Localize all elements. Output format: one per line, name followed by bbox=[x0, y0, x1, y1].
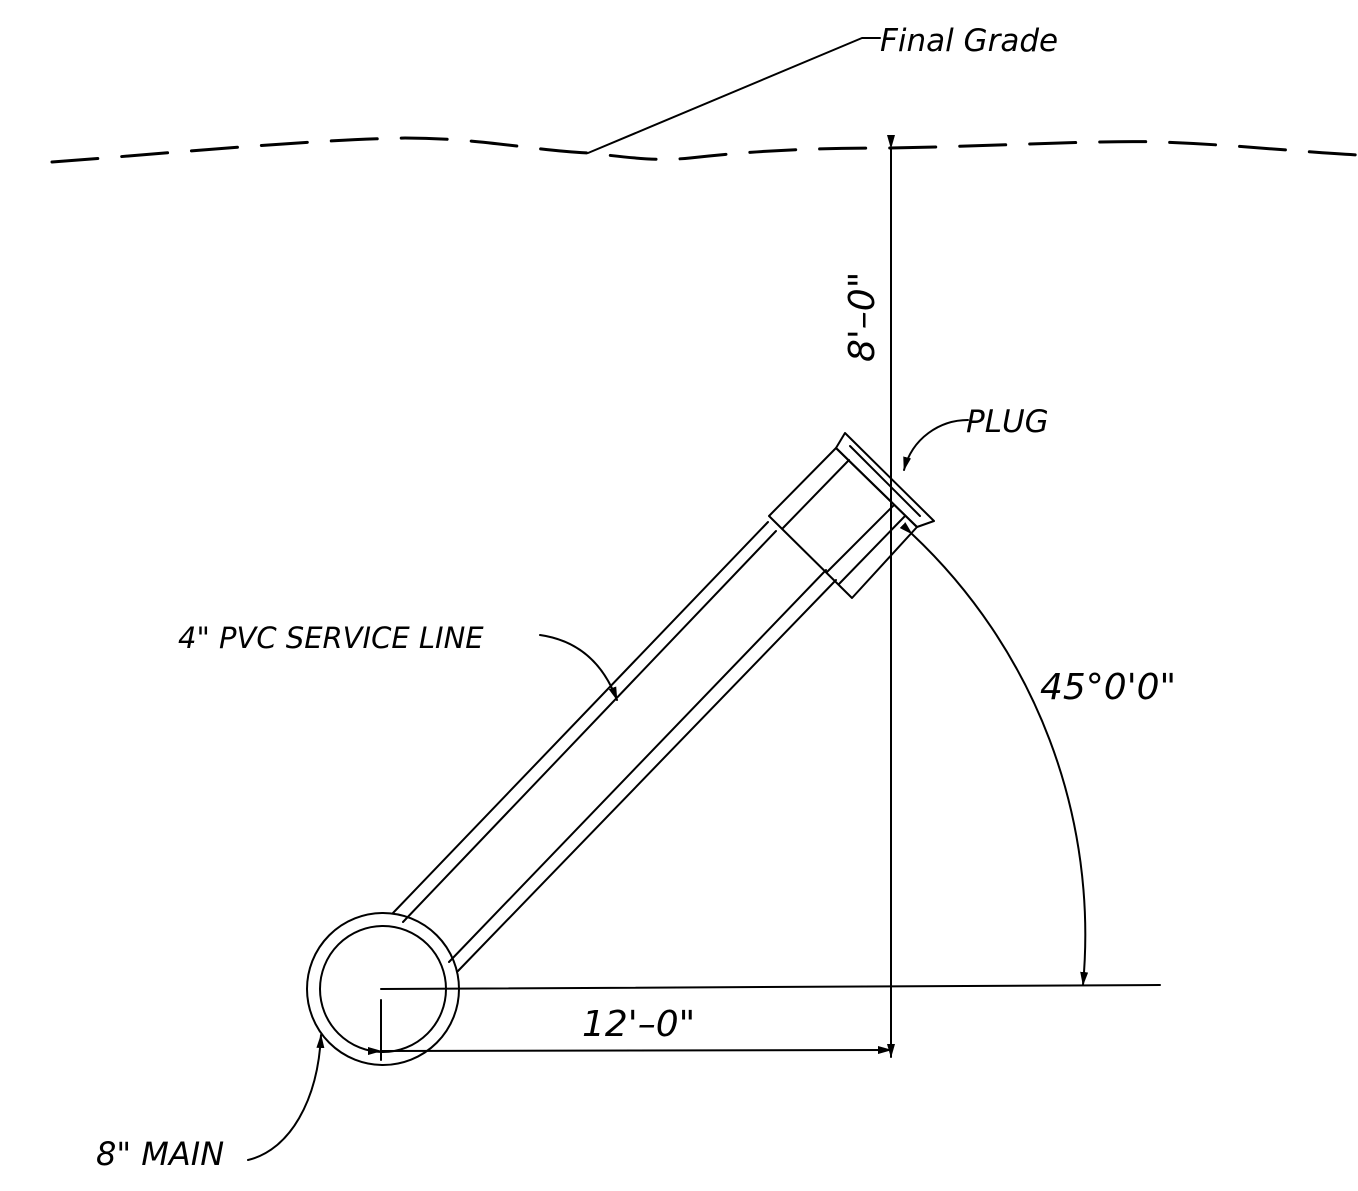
coupling-inner-line-1 bbox=[782, 459, 850, 529]
final-grade-label: Final Grade bbox=[880, 23, 1058, 59]
plug-leader bbox=[903, 419, 969, 471]
coupling-inner-line-2 bbox=[826, 504, 895, 573]
final-grade-leader bbox=[587, 37, 881, 154]
main-label: 8" MAIN bbox=[96, 1135, 224, 1173]
plug bbox=[835, 432, 935, 528]
final-grade-line bbox=[50, 136, 1358, 164]
coupling bbox=[768, 447, 918, 599]
service-pipe-wall-lower-outer bbox=[457, 579, 837, 972]
coupling-inner-line-3 bbox=[838, 515, 906, 585]
service-line-leader bbox=[539, 634, 618, 701]
service-pipe-wall-upper-outer bbox=[392, 521, 769, 914]
plug-label: PLUG bbox=[966, 404, 1049, 440]
main-leader bbox=[247, 1034, 325, 1161]
horizontal-dimension-label: 12'–0" bbox=[582, 1004, 695, 1045]
service-pipe-wall-upper-inner bbox=[402, 530, 777, 923]
horizontal-dimension-line bbox=[367, 1046, 892, 1056]
angle-dimension-arc bbox=[899, 522, 1089, 986]
service-pipe-wall-lower-inner bbox=[448, 569, 827, 963]
angle-label: 45°0'0" bbox=[1040, 667, 1176, 708]
service-line-label: 4" PVC SERVICE LINE bbox=[178, 621, 484, 655]
horizontal-reference-line bbox=[380, 984, 1161, 990]
depth-dimension-label: 8'–0" bbox=[842, 272, 883, 362]
plug-inner-line bbox=[849, 445, 921, 517]
